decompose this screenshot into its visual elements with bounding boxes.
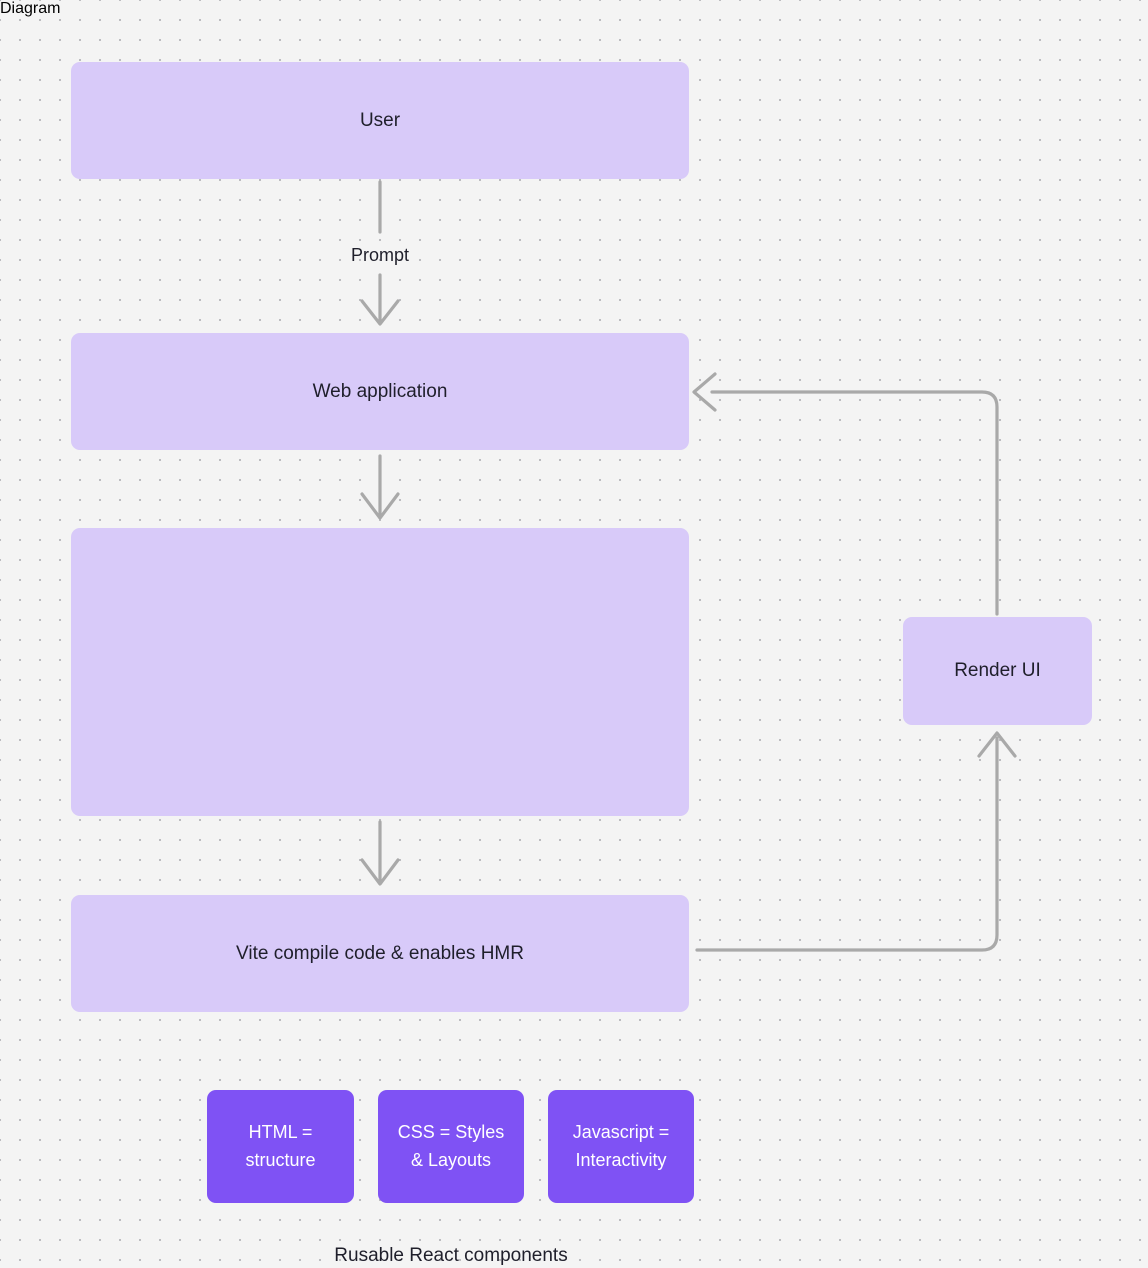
arrowhead-up-render (977, 731, 1017, 758)
node-html-label: HTML =structure (245, 1121, 316, 1170)
node-html[interactable]: HTML =structure (207, 1090, 354, 1203)
arrowhead-down-vite (360, 858, 400, 886)
node-render-ui[interactable]: Render UI (903, 617, 1092, 725)
arrowhead-down-react (360, 492, 400, 520)
node-javascript-label: Javascript =Interactivity (572, 1121, 670, 1170)
edge-label-prompt: Prompt (350, 245, 410, 265)
diagram-canvas: User Prompt Web application HTML =struct… (71, 62, 1092, 1266)
node-web-application[interactable]: Web application (71, 333, 689, 450)
node-javascript[interactable]: Javascript =Interactivity (548, 1090, 694, 1203)
node-user[interactable]: User (71, 62, 689, 179)
node-web-application-label: Web application (312, 380, 448, 402)
arrowhead-down-webapp (360, 299, 400, 326)
edge-render-to-webapp (710, 390, 999, 616)
node-vite-label: Vite compile code & enables HMR (236, 942, 524, 964)
arrowhead-left-webapp (692, 372, 717, 412)
node-vite[interactable]: Vite compile code & enables HMR (71, 895, 689, 1012)
node-css-label: CSS = Styles& Layouts (397, 1121, 505, 1170)
node-react-group[interactable]: HTML =structure CSS = Styles& Layouts Ja… (71, 528, 694, 1266)
node-render-ui-label: Render UI (954, 660, 1041, 682)
node-css[interactable]: CSS = Styles& Layouts (378, 1090, 524, 1203)
edge-vite-to-render (695, 736, 999, 952)
node-react-group-caption: Rusable React components (334, 1245, 568, 1266)
node-user-label: User (359, 109, 401, 131)
